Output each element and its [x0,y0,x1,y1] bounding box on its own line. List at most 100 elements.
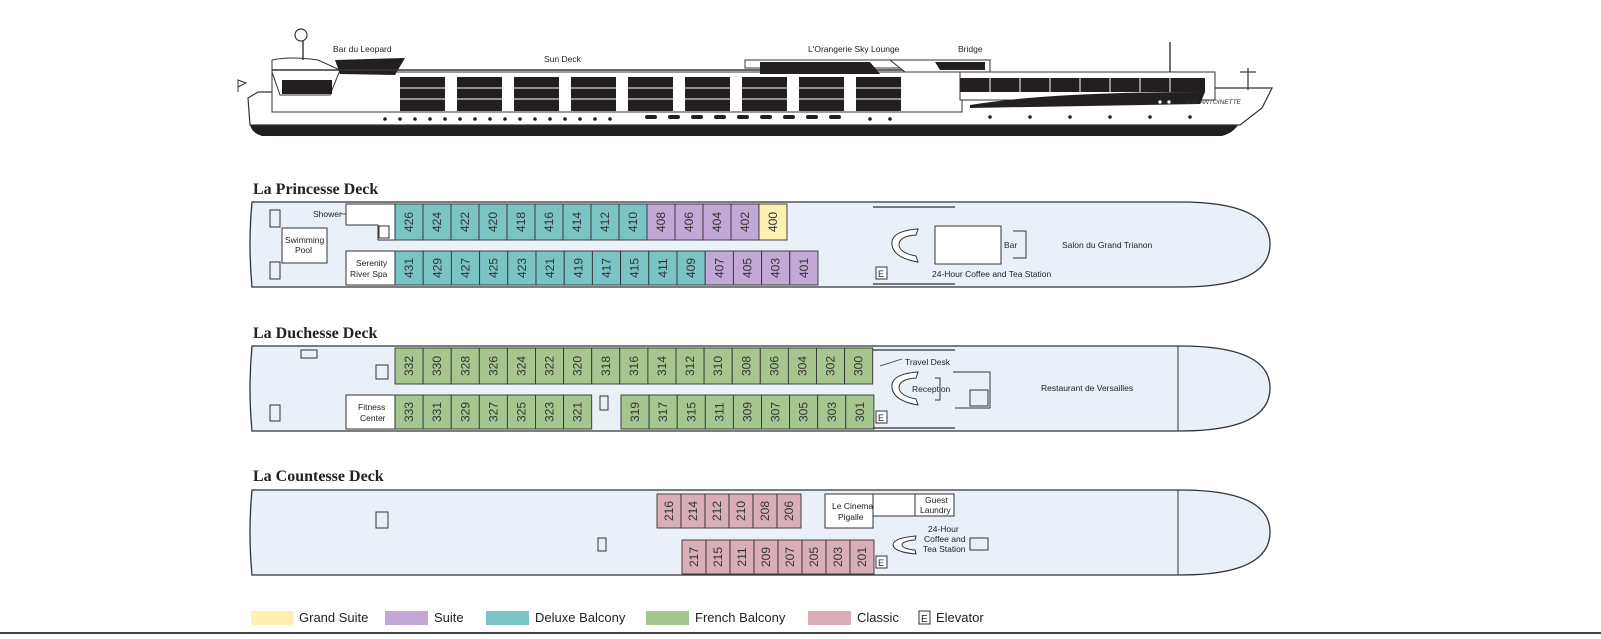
cabin-fill [753,539,779,575]
elevator-icon [875,555,888,569]
cabin-fill [787,347,817,385]
cabin-319: 319 [620,394,650,430]
fitness-room [345,394,396,430]
fitness-label: Fitness [358,402,385,412]
cinema-label: Pigalle [838,512,864,522]
cabin-number: 431 [402,258,416,278]
cabin-fill [731,347,761,385]
cabin-number: 406 [682,212,696,232]
cabin-316: 316 [619,347,649,385]
ship-bar-cover [335,58,405,75]
cabin-number: 332 [402,356,416,376]
cabin-number: 312 [683,356,697,376]
cabin-309: 309 [732,394,762,430]
cabin-333: 333 [394,394,424,430]
legend-swatch-suite [385,611,428,625]
cinema-label: Le Cinema [832,501,873,511]
cabin-number: 404 [710,212,724,232]
cabin-number: 427 [459,258,473,278]
pool-label: Swimming [285,235,324,245]
fitness-label: Center [360,413,386,423]
cabin-fill [535,250,565,286]
cabin-number: 333 [402,402,416,422]
cabin-number: 401 [797,258,811,278]
coffee-label: 24-Hour Coffee and Tea Station [932,269,1052,279]
cabin-fill [752,493,778,529]
cabin-fill [648,250,678,286]
cabin-fill [618,203,648,241]
legend-label-elevator: Elevator [936,610,984,625]
cabin-number: 320 [571,356,585,376]
ship-aft-lower [282,80,332,94]
cabin-number: 418 [514,212,528,232]
cabin-332: 332 [394,347,424,385]
cabin-206: 206 [776,493,802,529]
cabin-number: 301 [853,402,867,422]
laundry-room [872,493,916,517]
cabin-number: 302 [824,356,838,376]
legend-elevator-mark: E [921,614,928,625]
cabin-407: 407 [704,250,734,286]
cabin-325: 325 [506,394,536,430]
legend-swatch-deluxe [486,611,529,625]
cabin-number: 327 [486,402,500,422]
ship-window-grid [400,78,1171,100]
cabin-215: 215 [705,539,731,575]
cabin-fill [817,394,847,430]
deck-title: La Countesse Deck [253,468,384,485]
legend-label-classic: Classic [857,610,899,625]
cabin-number: 214 [686,501,700,521]
cabin-number: 317 [656,402,670,422]
cabin-number: 216 [662,501,676,521]
elevator-icon [875,266,888,280]
cabin-number: 412 [598,212,612,232]
ship-porthole-small [1157,99,1163,105]
spa-label: Serenity [356,258,388,268]
coffee-label: Coffee and [924,534,966,544]
cabin-412: 412 [590,203,620,241]
cabin-fill [681,539,707,575]
cabin-fill [535,347,565,385]
cabin-311: 311 [704,394,734,430]
ship-label-bridge: Bridge [958,44,983,54]
shower-room [345,203,396,241]
ship-radar [294,28,308,42]
cabin-fill [656,493,682,529]
bar-label: Bar [1004,240,1017,250]
spa-label: River Spa [350,269,388,279]
ship-hull [250,125,1238,136]
cabin-number: 303 [825,402,839,422]
legend-label-grand: Grand Suite [299,610,368,625]
reception-label: Reception [912,384,951,394]
elevator-mark: E [878,558,884,568]
cabin-number: 420 [486,212,500,232]
cabin-210: 210 [728,493,754,529]
legend-label-suite: Suite [434,610,464,625]
coffee-label: 24-Hour [928,524,959,534]
cabin-number: 215 [711,547,725,567]
cabin-fill [590,203,620,241]
cabin-number: 308 [739,356,753,376]
cabin-number: 414 [570,212,584,232]
cabin-326: 326 [478,347,508,385]
cabin-304: 304 [787,347,817,385]
cabin-number: 311 [712,402,726,421]
cabin-number: 416 [542,212,556,232]
cabin-420: 420 [478,203,508,241]
cabin-fill [450,250,481,286]
cabin-406: 406 [674,203,704,241]
ship-lounge-glass [760,62,880,74]
cabin-207: 207 [777,539,803,575]
cabin-number: 422 [458,212,472,232]
cabin-fill [801,539,827,575]
cabin-329: 329 [450,394,480,430]
cabin-fill [562,203,592,241]
cabin-fill [702,203,732,241]
cabin-fill [761,394,791,430]
